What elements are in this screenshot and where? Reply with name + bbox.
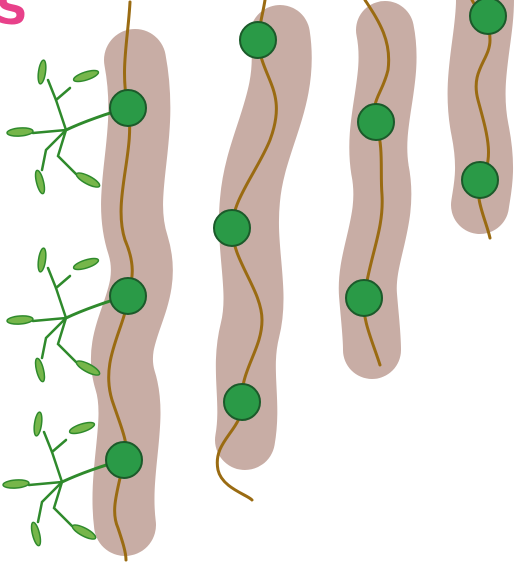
node-strand-2-a — [240, 22, 276, 58]
node-strand-1-c — [106, 442, 142, 478]
halo-layer — [122, 0, 485, 525]
node-strand-4-a — [470, 0, 506, 34]
node-strand-1-b — [110, 278, 146, 314]
node-strand-4-b — [462, 162, 498, 198]
node-strand-2-c — [224, 384, 260, 420]
node-strand-1-a — [110, 90, 146, 126]
node-strand-2-b — [214, 210, 250, 246]
node-strand-3-b — [346, 280, 382, 316]
node-strand-3-a — [358, 104, 394, 140]
